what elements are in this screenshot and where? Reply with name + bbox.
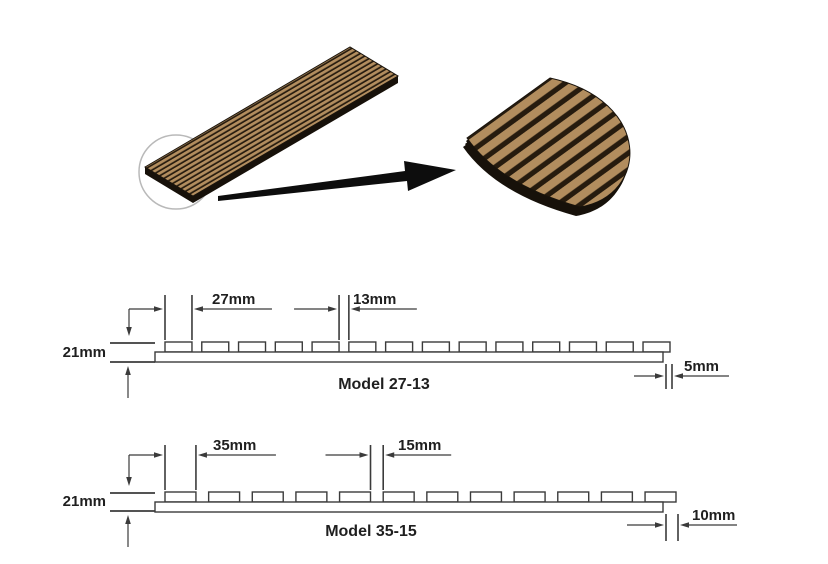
slat — [348, 341, 377, 353]
gap-width-label: 15mm — [398, 437, 441, 454]
slat — [568, 341, 598, 353]
edge-arrow — [655, 522, 664, 528]
diagram-model-27-13: 27mm 13mm 21mm 5mm Model 27-13 — [63, 291, 729, 398]
gap-arrow — [350, 306, 360, 312]
slat — [311, 341, 340, 353]
edge-thickness-label: 10mm — [692, 507, 735, 524]
zoom-arrow — [218, 161, 456, 201]
edge-arrow — [674, 373, 683, 379]
gap-arrow — [359, 452, 369, 458]
backing-board — [154, 501, 664, 513]
thickness-arrow — [126, 327, 132, 336]
slat — [426, 491, 459, 503]
gap-width-label: 13mm — [353, 291, 396, 308]
edge-arrow — [655, 373, 664, 379]
slat — [338, 491, 372, 503]
diagram-model-35-15: 35mm 15mm 21mm 10mm Model 35-15 — [63, 437, 737, 547]
slat — [495, 341, 524, 353]
slat — [458, 341, 487, 353]
slat — [207, 491, 241, 503]
panel-3d-view — [138, 46, 631, 216]
thickness-arrow — [126, 477, 132, 486]
slat — [274, 341, 303, 353]
panel-corner-detail — [463, 77, 631, 216]
slat-width-arrow — [193, 306, 203, 312]
slat — [605, 341, 634, 353]
slat — [600, 491, 634, 503]
slat — [642, 341, 671, 353]
slat-width-arrow — [154, 452, 163, 458]
panel-thickness-label: 21mm — [63, 344, 106, 361]
edge-arrow — [680, 522, 689, 528]
slat — [557, 491, 590, 503]
slat-width-arrow — [154, 306, 163, 312]
slat — [382, 491, 415, 503]
slat-panel-top — [144, 46, 399, 197]
edge-thickness-label: 5mm — [684, 358, 719, 375]
gap-arrow — [385, 452, 395, 458]
slat — [251, 491, 284, 503]
slat-width-arrow — [197, 452, 207, 458]
slat — [295, 491, 328, 503]
gap-arrow — [328, 306, 338, 312]
slat — [532, 341, 561, 353]
slat — [513, 491, 546, 503]
slat — [237, 341, 267, 353]
thickness-arrow — [125, 515, 131, 524]
slat-width-label: 27mm — [212, 291, 255, 308]
detail-top-face — [466, 77, 631, 208]
slat — [469, 491, 503, 503]
model-name-label: Model 27-13 — [338, 376, 430, 393]
slat-width-label: 35mm — [213, 437, 256, 454]
slat — [421, 341, 451, 353]
slat — [164, 491, 197, 503]
thickness-arrow — [125, 366, 131, 375]
slat — [384, 341, 414, 353]
slat — [644, 491, 677, 503]
slat — [164, 341, 193, 353]
backing-board — [154, 351, 664, 363]
panel-thickness-label: 21mm — [63, 493, 106, 510]
slat — [201, 341, 230, 353]
model-name-label: Model 35-15 — [325, 523, 417, 540]
